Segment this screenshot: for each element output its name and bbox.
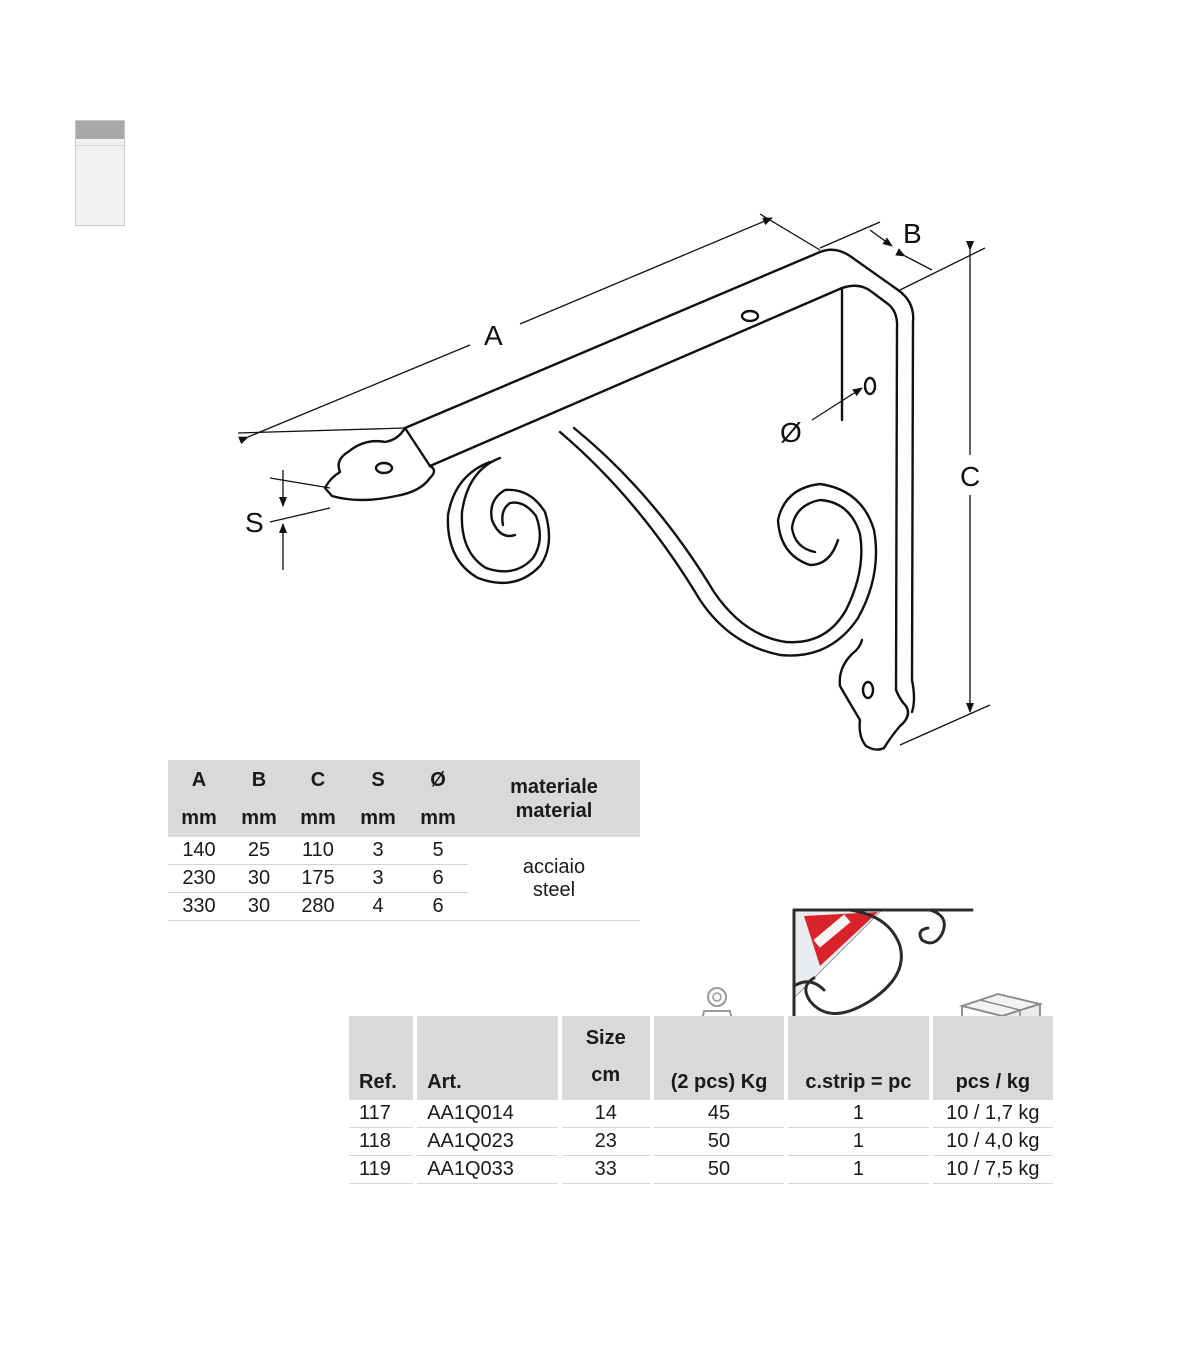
cell: 3 xyxy=(348,837,408,865)
table-row: 330 30 280 4 6 xyxy=(168,892,640,921)
cell: 5 xyxy=(408,837,468,865)
material-header-it: materiale xyxy=(510,775,598,798)
product-table: Ref. Art. Size cm (2 pcs) Kg c.strip = p… xyxy=(345,1016,1057,1184)
material-value-en: steel xyxy=(532,878,576,901)
header-letter: S xyxy=(348,760,408,800)
cell-art: AA1Q033 xyxy=(417,1156,558,1184)
material-value: acciaio steel xyxy=(468,837,640,921)
table-row: 230 30 175 3 6 xyxy=(168,864,640,893)
label-b: B xyxy=(903,218,922,249)
color-swatch xyxy=(75,120,125,226)
left-leaf xyxy=(323,426,436,502)
label-s: S xyxy=(245,507,264,538)
cell: 3 xyxy=(348,864,408,893)
header-unit: mm xyxy=(288,800,348,837)
bracket-inner-edge xyxy=(428,284,899,692)
header-unit: mm xyxy=(230,800,288,837)
swatch-line xyxy=(76,145,124,146)
cell-size: 23 xyxy=(561,1128,650,1156)
cell-ref: 117 xyxy=(349,1100,414,1128)
dimensions-header-units: mm mm mm mm mm xyxy=(168,800,640,837)
cell: 280 xyxy=(288,892,348,921)
cell: 330 xyxy=(168,892,230,921)
header-ref: Ref. xyxy=(349,1016,414,1100)
cell-load: 45 xyxy=(653,1100,785,1128)
cell-size: 33 xyxy=(561,1156,650,1184)
cell-size: 14 xyxy=(561,1100,650,1128)
bracket-outer-edge xyxy=(403,248,915,682)
header-letter: Ø xyxy=(408,760,468,800)
header-size-unit: cm xyxy=(591,1064,621,1086)
cell: 4 xyxy=(348,892,408,921)
header-art: Art. xyxy=(417,1016,558,1100)
material-value-it: acciaio xyxy=(522,855,586,878)
cell-pack: 10 / 4,0 kg xyxy=(932,1128,1053,1156)
cell-pack: 10 / 1,7 kg xyxy=(932,1100,1053,1128)
material-header-en: material xyxy=(515,799,593,822)
product-table-header: Ref. Art. Size cm (2 pcs) Kg c.strip = p… xyxy=(349,1016,1053,1100)
cell-ref: 119 xyxy=(349,1156,414,1184)
table-row: 119 AA1Q033 33 50 1 10 / 7,5 kg xyxy=(349,1156,1053,1184)
cell: 230 xyxy=(168,864,230,893)
header-unit: mm xyxy=(348,800,408,837)
header-letter: B xyxy=(230,760,288,800)
cell-strip: 1 xyxy=(788,1128,929,1156)
header-load: (2 pcs) Kg xyxy=(653,1016,785,1100)
label-a: A xyxy=(484,320,503,351)
cell-art: AA1Q014 xyxy=(417,1100,558,1128)
cell-load: 50 xyxy=(653,1128,785,1156)
table-row: 118 AA1Q023 23 50 1 10 / 4,0 kg xyxy=(349,1128,1053,1156)
header-strip: c.strip = pc xyxy=(788,1016,929,1100)
cell-strip: 1 xyxy=(788,1100,929,1128)
bottom-leaf xyxy=(838,638,910,751)
cell-strip: 1 xyxy=(788,1156,929,1184)
swatch-bar xyxy=(76,121,124,139)
header-size-label: Size xyxy=(585,1027,626,1049)
table-row: 140 25 110 3 5 acciaio steel xyxy=(168,837,640,921)
cell: 175 xyxy=(288,864,348,893)
dimensions-header-letters: A B C S Ø materiale material xyxy=(168,760,640,837)
cell: 6 xyxy=(408,892,468,921)
label-c: C xyxy=(960,461,980,492)
left-scroll xyxy=(446,460,551,585)
header-letter: A xyxy=(168,760,230,800)
material-header: materiale material xyxy=(468,760,640,837)
cell: 30 xyxy=(230,892,288,921)
cell-pack: 10 / 7,5 kg xyxy=(932,1156,1053,1184)
bracket-technical-drawing: A B C S Ø xyxy=(237,213,991,751)
header-unit: mm xyxy=(168,800,230,837)
table-row: 117 AA1Q014 14 45 1 10 / 1,7 kg xyxy=(349,1100,1053,1128)
cell-ref: 118 xyxy=(349,1128,414,1156)
cell: 110 xyxy=(288,837,348,865)
cell: 30 xyxy=(230,864,288,893)
cell: 6 xyxy=(408,864,468,893)
cell-load: 50 xyxy=(653,1156,785,1184)
header-pack: pcs / kg xyxy=(932,1016,1053,1100)
cell: 140 xyxy=(168,837,230,865)
header-unit: mm xyxy=(408,800,468,837)
cell: 25 xyxy=(230,837,288,865)
dimensions-table: A B C S Ø materiale material mm mm mm mm… xyxy=(168,760,640,921)
label-diameter: Ø xyxy=(780,417,802,448)
main-scroll xyxy=(558,430,878,657)
cell-art: AA1Q023 xyxy=(417,1128,558,1156)
header-letter: C xyxy=(288,760,348,800)
product-photo xyxy=(792,908,974,1056)
header-size: Size cm xyxy=(561,1016,650,1100)
